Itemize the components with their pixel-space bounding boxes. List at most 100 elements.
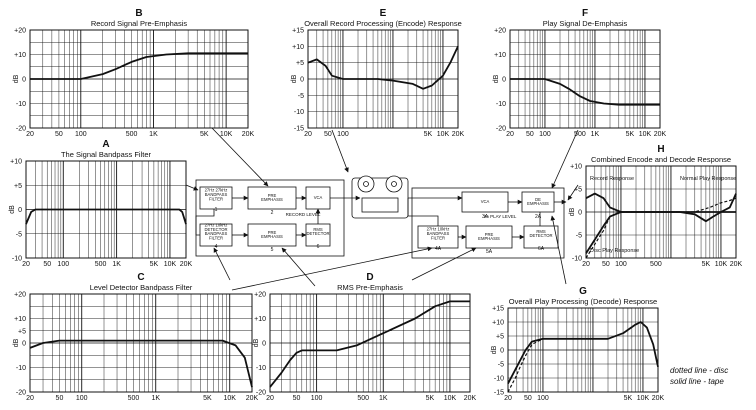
y-tick-label: +20	[14, 292, 26, 299]
play-processor-frame	[411, 187, 565, 259]
chart-title: The Signal Bandpass Filter	[61, 150, 152, 159]
y-axis-label: dB	[253, 338, 260, 347]
x-tick-label: 5K	[626, 131, 635, 138]
x-tick-label: 100	[76, 395, 88, 402]
y-tick-label: -10	[12, 256, 22, 263]
tape-recorder-icon	[351, 175, 409, 219]
y-tick-label: 0	[262, 341, 266, 348]
y-tick-label: -20	[16, 390, 26, 397]
y-tick-label: +10	[494, 52, 506, 59]
y-tick-label: +20	[494, 28, 506, 35]
x-tick-label: 20K	[652, 395, 665, 402]
y-tick-label: +15	[292, 28, 304, 35]
y-tick-label: -10	[16, 101, 26, 108]
response-curve	[29, 339, 253, 388]
y-tick-label: +10	[292, 44, 304, 51]
x-tick-label: 100	[537, 395, 549, 402]
x-tick-label: 500	[126, 131, 138, 138]
y-tick-label: -10	[256, 365, 266, 372]
x-tick-label: 20	[266, 395, 274, 402]
x-tick-label: 1K	[149, 131, 158, 138]
response-curve-disc	[585, 197, 737, 259]
x-tick-label: 1K	[379, 395, 388, 402]
y-tick-label: 0	[500, 348, 504, 355]
x-tick-label: 20	[26, 395, 34, 402]
chart-title: Combined Encode and Decode Response	[591, 155, 731, 164]
x-tick-label: 20K	[246, 395, 259, 402]
y-tick-label: +5	[18, 328, 26, 335]
y-tick-label: -5	[498, 362, 504, 369]
y-axis-label: dB	[493, 74, 500, 83]
x-tick-label: 10K	[637, 395, 650, 402]
y-tick-label: +10	[570, 164, 582, 171]
chart-title: Overall Play Processing (Decode) Respons…	[509, 297, 657, 306]
y-axis-label: dB	[569, 207, 576, 216]
x-tick-label: 50	[324, 131, 332, 138]
figure-letter: A	[102, 139, 109, 150]
block-label-vca3: VCA	[314, 195, 323, 200]
y-tick-label: +10	[14, 316, 26, 323]
y-tick-label: -5	[576, 233, 582, 240]
y-tick-label: -20	[256, 390, 266, 397]
x-tick-label: 20	[506, 131, 514, 138]
play-level-label: 7A PLAY LEVEL	[484, 214, 517, 219]
response-curve-disc	[507, 338, 544, 393]
block-number-detbp4: 4	[215, 244, 218, 250]
x-tick-label: 20	[304, 131, 312, 138]
x-tick-label: 20K	[452, 131, 465, 138]
y-axis-label: dB	[291, 74, 298, 83]
response-curve	[507, 321, 659, 385]
y-tick-label: +15	[492, 306, 504, 313]
x-tick-label: 10K	[223, 395, 236, 402]
y-tick-label: +10	[10, 159, 22, 166]
chart-title: RMS Pre-Emphasis	[337, 283, 403, 292]
x-tick-label: 20K	[730, 261, 743, 268]
x-tick-label: 10K	[715, 261, 728, 268]
chart-title: Play Signal De-Emphasis	[543, 19, 628, 28]
x-tick-label: 20	[504, 395, 512, 402]
y-tick-label: +5	[296, 60, 304, 67]
y-tick-label: +5	[14, 183, 22, 190]
x-tick-label: 50	[602, 261, 610, 268]
x-tick-label: 500	[95, 261, 107, 268]
record-level-label: RECORD LEVEL	[286, 212, 321, 217]
block-number-bp4a: 4A	[435, 246, 442, 252]
x-tick-label: 50	[43, 261, 51, 268]
curve-annotation: Disc Play Response	[590, 248, 639, 254]
block-number-bandpass1: 1	[215, 207, 218, 213]
legend-dotted: dotted line - disc	[670, 366, 728, 375]
figure-letter: H	[657, 144, 664, 155]
y-tick-label: 0	[502, 77, 506, 84]
y-tick-label: +5	[496, 334, 504, 341]
response-curve	[585, 193, 737, 254]
block-number-vca3a: 3A	[482, 214, 489, 220]
y-tick-label: -5	[16, 231, 22, 238]
chart-title: Overall Record Processing (Encode) Respo…	[304, 19, 462, 28]
y-tick-label: -10	[16, 365, 26, 372]
block-number-preemph5a: 5A	[486, 249, 493, 255]
block-label-vca3a: VCA	[481, 199, 490, 204]
y-tick-label: +10	[14, 52, 26, 59]
x-tick-label: 500	[574, 131, 586, 138]
x-tick-label: 1K	[112, 261, 121, 268]
y-tick-label: 0	[300, 77, 304, 84]
y-tick-label: +10	[254, 316, 266, 323]
x-tick-label: 100	[75, 131, 87, 138]
curve-annotation: Normal Play Response	[680, 176, 736, 182]
x-tick-label: 10K	[437, 131, 450, 138]
x-tick-label: 100	[615, 261, 627, 268]
